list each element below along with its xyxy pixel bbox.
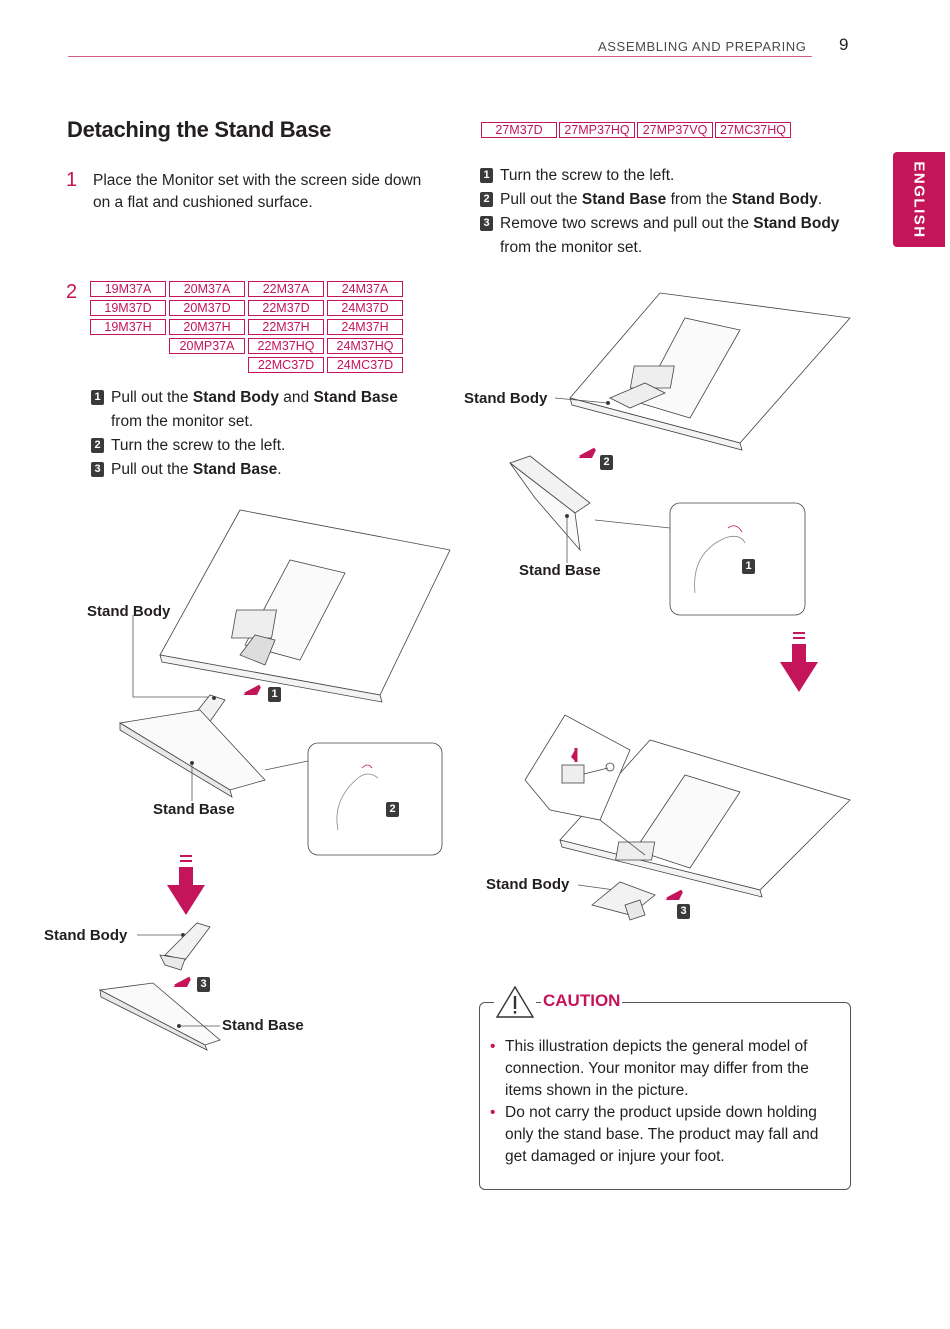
label-stand-body-r1: Stand Body	[464, 390, 548, 407]
label-stand-base-r: Stand Base	[519, 562, 601, 579]
model-chip: 27M37D	[481, 122, 557, 138]
page-number: 9	[839, 35, 849, 54]
substep-text: Turn the screw to the left.	[111, 437, 286, 454]
model-chip: 19M37D	[90, 300, 166, 316]
substep-text: Turn the screw to the left.	[500, 167, 675, 184]
label-stand-body-1: Stand Body	[87, 603, 171, 620]
substep-text: Pull out the Stand Base from the Stand B…	[500, 191, 823, 208]
language-tab: ENGLISH	[893, 152, 945, 247]
model-chip: 27MP37VQ	[637, 122, 713, 138]
caution-box	[479, 1002, 851, 1190]
caution-item: • Do not carry the product upside down ho…	[490, 1102, 840, 1168]
substep-text: Pull out the Stand Body and Stand Base f…	[111, 389, 398, 430]
left-substep-list: 1 Pull out the Stand Body and Stand Base …	[91, 386, 421, 482]
step-1-text: Place the Monitor set with the screen si…	[93, 172, 422, 211]
right-figure-detach	[509, 292, 851, 616]
caution-title: CAUTION	[541, 991, 623, 1011]
substep-number: 1	[480, 168, 493, 183]
label-stand-base-1: Stand Base	[153, 801, 235, 818]
warning-icon	[494, 985, 536, 1019]
right-figure-screws	[524, 714, 851, 921]
model-chip: 22M37H	[248, 319, 324, 335]
model-chip: 22M37HQ	[248, 338, 324, 354]
caution-item-text: Do not carry the product upside down hol…	[505, 1104, 819, 1165]
step-2-number: 2	[66, 281, 78, 303]
caution-item-text: This illustration depicts the general mo…	[505, 1038, 809, 1099]
badge-right-1: 1	[742, 557, 762, 575]
model-chip-empty	[169, 357, 245, 373]
language-tab-label: ENGLISH	[910, 160, 928, 239]
substep-item: 3 Remove two screws and pull out the Stan…	[480, 212, 850, 260]
model-chip-empty	[90, 357, 166, 373]
caution-item: • This illustration depicts the general m…	[490, 1036, 840, 1102]
left-figure-separated	[98, 922, 221, 1051]
substep-number: 1	[91, 390, 104, 405]
label-stand-body-2: Stand Body	[44, 927, 128, 944]
model-chip: 20M37H	[169, 319, 245, 335]
header-rule	[68, 56, 812, 57]
substep-text: Remove two screws and pull out the Stand…	[500, 215, 840, 256]
badge-right-2: 2	[600, 453, 620, 471]
substep-item: 3 Pull out the Stand Base.	[91, 458, 421, 482]
model-chip: 24M37HQ	[327, 338, 403, 354]
down-arrow-right	[780, 632, 818, 692]
substep-item: 1 Turn the screw to the left.	[480, 164, 850, 188]
model-chip: 24MC37D	[327, 357, 403, 373]
badge-right-3: 3	[677, 902, 697, 920]
bullet-icon: •	[490, 1104, 496, 1121]
model-chip: 24M37A	[327, 281, 403, 297]
model-chip: 24M37D	[327, 300, 403, 316]
model-chip: 27MC37HQ	[715, 122, 791, 138]
substep-item: 2 Turn the screw to the left.	[91, 434, 421, 458]
model-chip: 19M37A	[90, 281, 166, 297]
badge-left-2: 2	[386, 800, 406, 818]
caution-list: • This illustration depicts the general m…	[490, 1036, 840, 1168]
step-1-number: 1	[66, 169, 78, 191]
right-substep-list: 1 Turn the screw to the left. 2 Pull out th…	[480, 164, 850, 260]
label-stand-body-r2: Stand Body	[486, 876, 570, 893]
left-figure-detach	[118, 509, 451, 856]
down-arrow-left	[167, 855, 205, 915]
model-chip: 22M37A	[248, 281, 324, 297]
model-chip: 20MP37A	[169, 338, 245, 354]
model-chip: 22M37D	[248, 300, 324, 316]
model-chip: 20M37D	[169, 300, 245, 316]
page-heading: Detaching the Stand Base	[67, 117, 332, 142]
model-chip: 24M37H	[327, 319, 403, 335]
substep-text: Pull out the Stand Base.	[111, 461, 282, 478]
substep-number: 3	[480, 216, 493, 231]
substep-item: 1 Pull out the Stand Body and Stand Base …	[91, 386, 421, 434]
section-title: ASSEMBLING AND PREPARING	[598, 39, 807, 54]
substep-number: 2	[480, 192, 493, 207]
model-chip: 20M37A	[169, 281, 245, 297]
substep-item: 2 Pull out the Stand Base from the Stand …	[480, 188, 850, 212]
badge-left-3: 3	[197, 975, 217, 993]
badge-left-1: 1	[268, 685, 288, 703]
model-chip-empty	[90, 338, 166, 354]
label-stand-base-2: Stand Base	[222, 1017, 304, 1034]
model-chip: 19M37H	[90, 319, 166, 335]
substep-number: 2	[91, 438, 104, 453]
model-chip: 27MP37HQ	[559, 122, 635, 138]
substep-number: 3	[91, 462, 104, 477]
model-chip: 22MC37D	[248, 357, 324, 373]
bullet-icon: •	[490, 1038, 496, 1055]
